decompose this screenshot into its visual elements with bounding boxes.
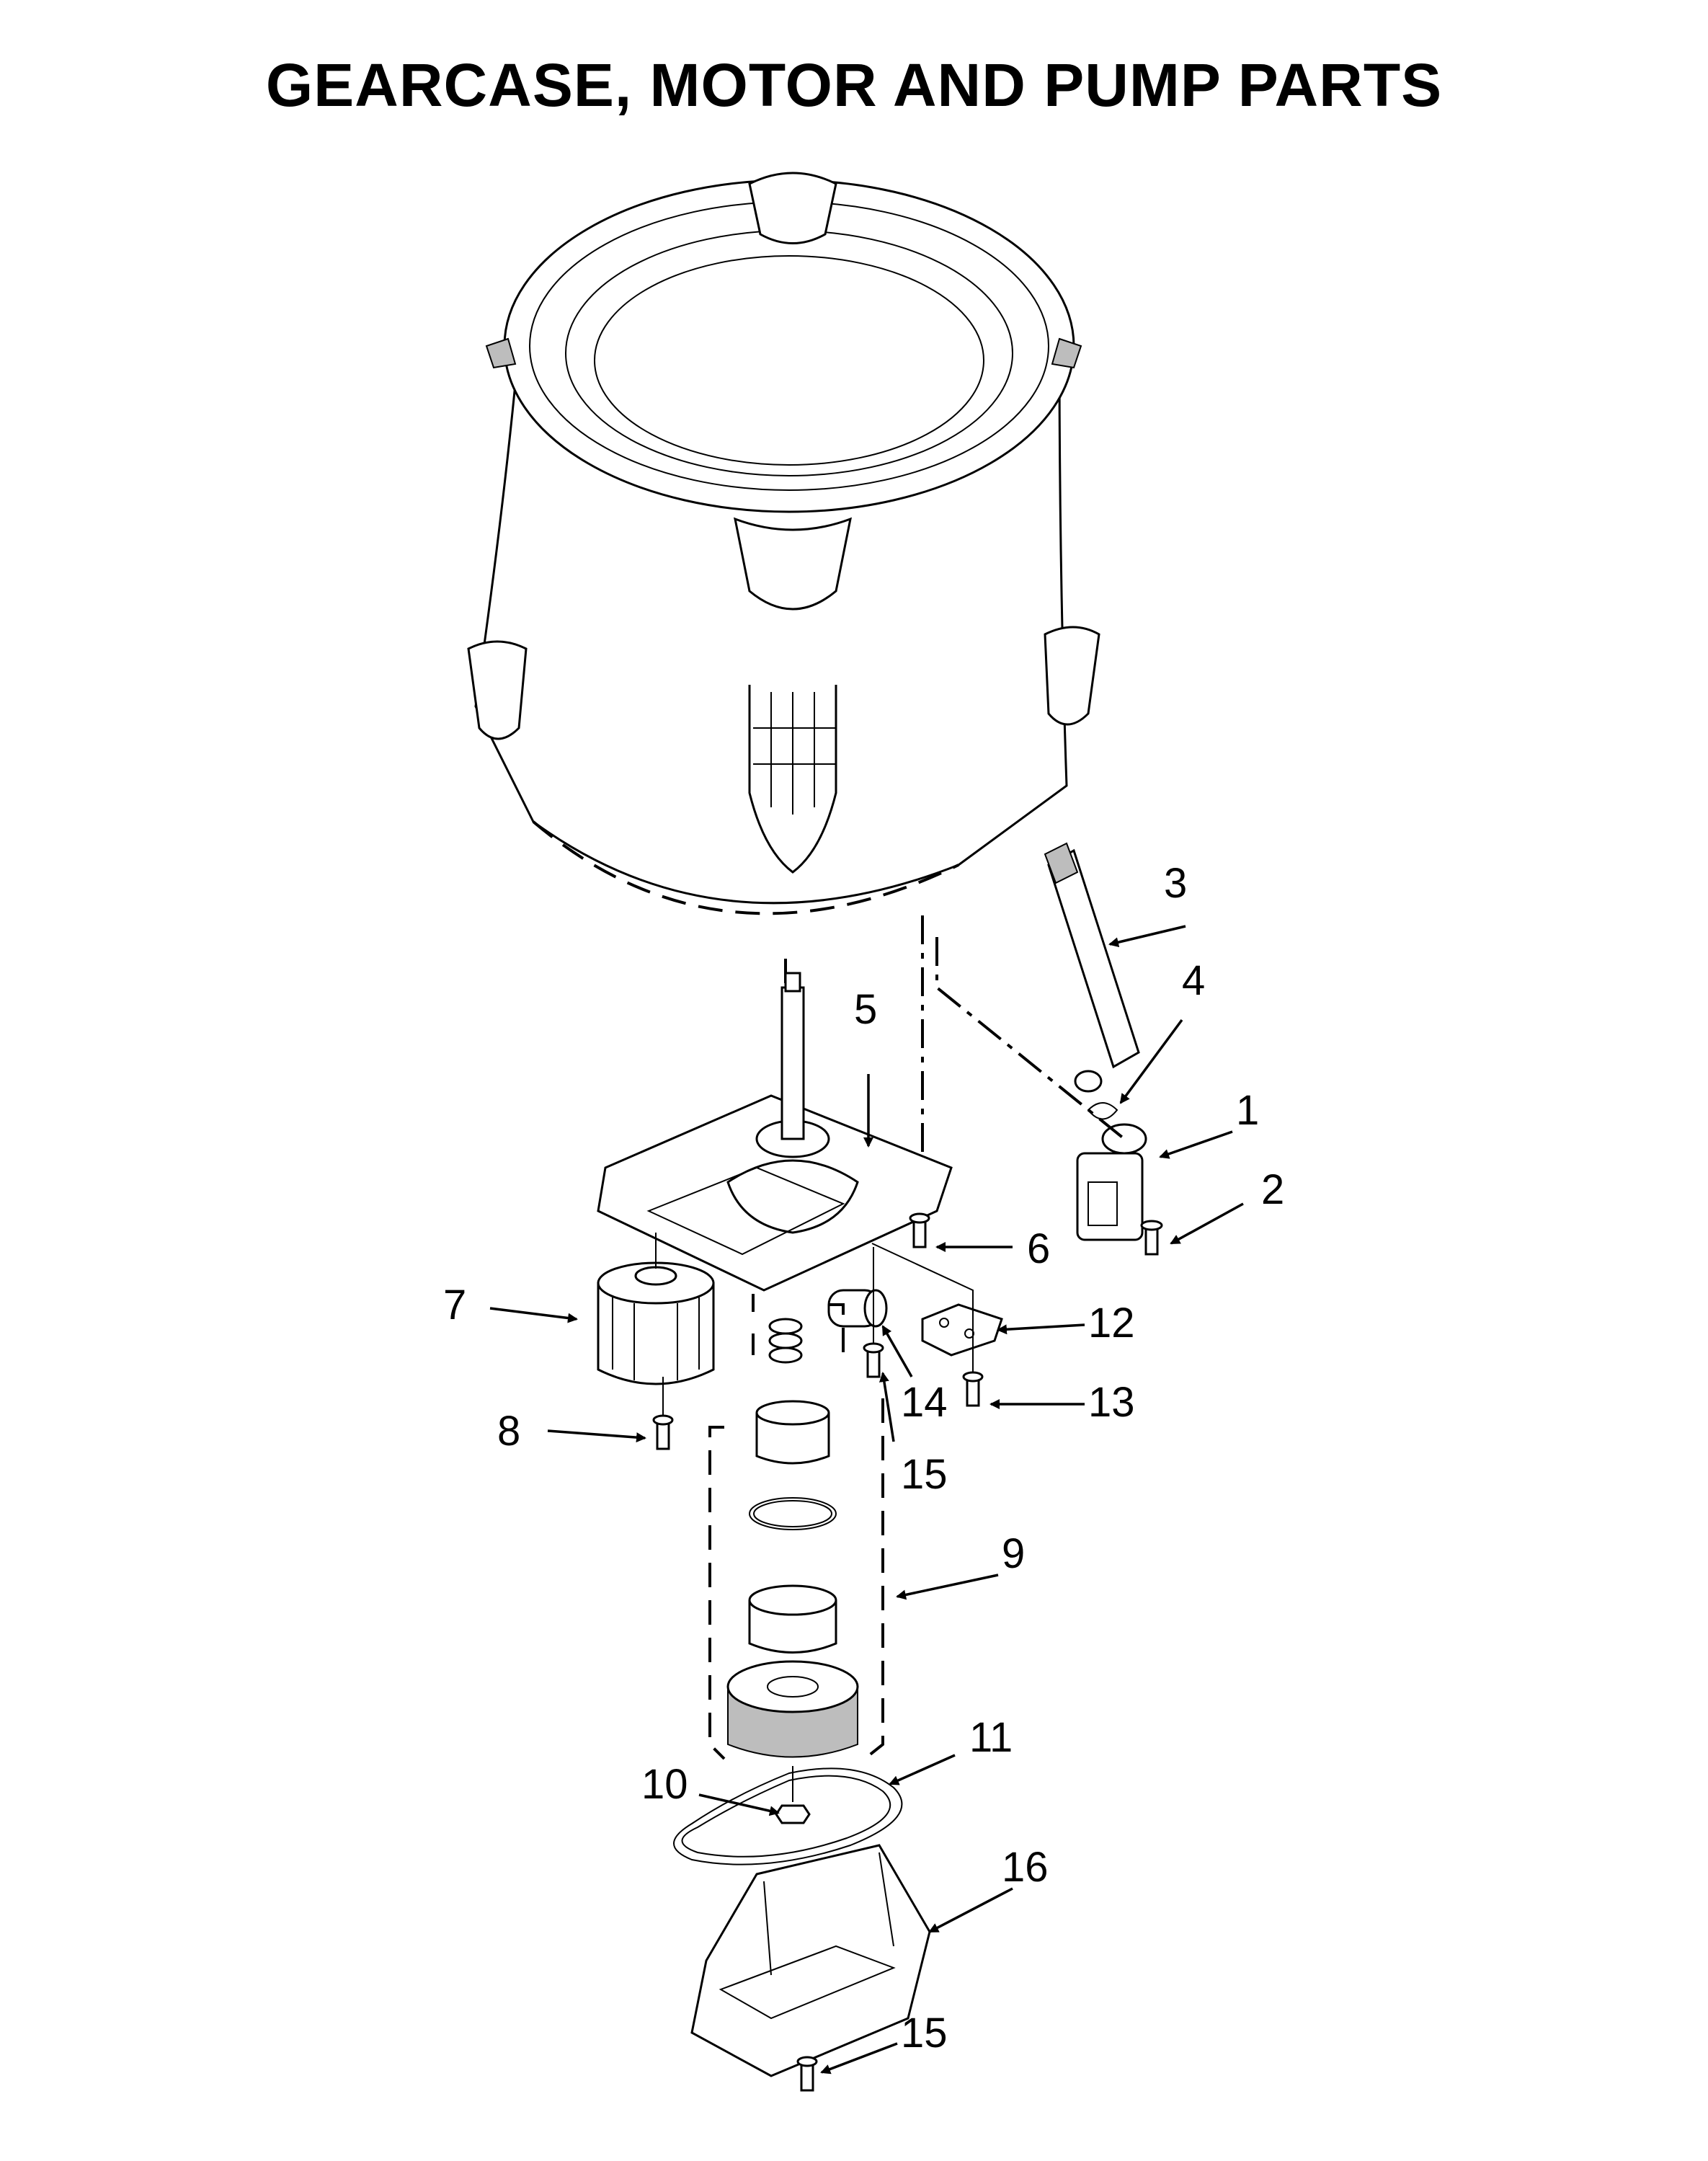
callout-9: 9 [1002,1530,1025,1577]
pulley-nut-part [775,1804,811,1824]
callout-11: 11 [969,1714,1013,1761]
pump-screw-part [1140,1220,1163,1256]
drive-motor-part [597,1261,715,1385]
callout-1: 1 [1236,1087,1259,1134]
callout-15-bottom: 15 [901,2010,948,2056]
callout-12: 12 [1088,1300,1135,1346]
callout-14: 14 [901,1379,948,1426]
capacitor-screw-part [863,1342,884,1378]
outer-tub-part [467,172,1100,915]
callout-15: 15 [901,1451,948,1498]
drain-pump-part [1076,1123,1147,1241]
harness-screw-part [962,1371,984,1407]
gearcase-part [597,972,953,1292]
callout-5: 5 [854,986,877,1033]
callout-2: 2 [1261,1166,1284,1213]
callout-3: 3 [1164,860,1187,907]
motor-shield-part [690,1844,931,2077]
callout-10: 10 [641,1761,688,1808]
callout-13: 13 [1088,1379,1135,1426]
clutch-kit-part [708,1294,884,1760]
callout-4: 4 [1182,957,1205,1004]
hose-clamp-part [1087,1102,1118,1120]
callout-7: 7 [443,1282,466,1328]
gearcase-screw-part [909,1212,930,1248]
page-title: GEARCASE, MOTOR AND PUMP PARTS [265,51,1443,119]
capacitor-part [827,1289,888,1328]
drive-belt-part [673,1767,903,1865]
drain-hose-part [1044,842,1140,1093]
motor-screw-part [652,1414,674,1450]
callout-16: 16 [1002,1844,1049,1891]
callout-8: 8 [497,1408,520,1455]
callout-6: 6 [1027,1225,1050,1272]
wire-harness-part [921,1303,1003,1357]
shield-screw-part [796,2056,818,2092]
